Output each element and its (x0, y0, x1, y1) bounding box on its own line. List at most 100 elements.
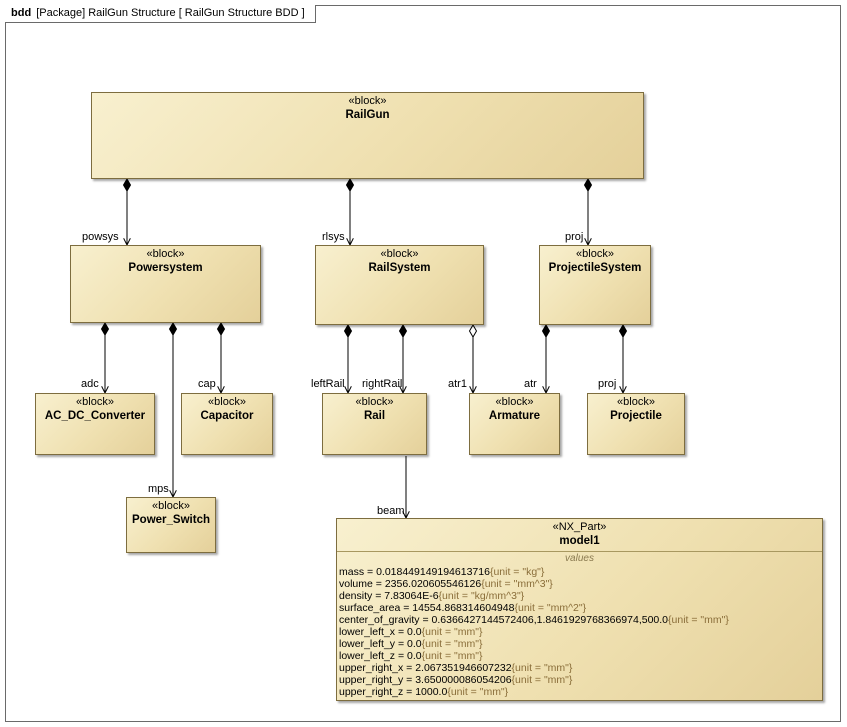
role-proj-bottom: proj (598, 378, 617, 390)
diamond-icon (398, 324, 408, 338)
block-stereotype: «block» (617, 396, 655, 408)
block-name: Projectile (610, 410, 662, 422)
value-name: surface_area (339, 602, 401, 614)
value-unit: {unit = "kg/mm^3"} (438, 590, 525, 602)
value-unit: {unit = "mm"} (668, 614, 729, 626)
value-equals: = (403, 662, 416, 674)
value-equals: = (403, 686, 416, 698)
value-row[interactable]: mass = 0.018449149194613716{unit = "kg"} (339, 566, 822, 578)
block-name: AC_DC_Converter (44, 410, 146, 422)
block-armature[interactable]: «block» Armature (469, 393, 560, 455)
value-unit: {unit = "mm^3"} (481, 578, 553, 590)
value-row[interactable]: volume = 2356.020605546126{unit = "mm^3"… (339, 578, 822, 590)
value-amount: 14554.868314604948 (412, 602, 515, 614)
block-name: RailSystem (368, 262, 431, 274)
value-row[interactable]: lower_left_x = 0.0{unit = "mm"} (339, 626, 822, 638)
block-projectile[interactable]: «block» Projectile (587, 393, 685, 455)
value-amount: 0.0 (407, 626, 422, 638)
block-rail[interactable]: «block» Rail (322, 393, 427, 455)
value-name: lower_left_y (339, 638, 396, 650)
value-equals: = (364, 566, 377, 578)
value-unit: {unit = "mm"} (421, 650, 483, 662)
value-name: center_of_gravity (339, 614, 420, 626)
values-list: mass = 0.018449149194613716{unit = "kg"}… (337, 566, 822, 698)
value-amount: 2356.020605546126 (384, 578, 482, 590)
block-name: Armature (488, 410, 541, 422)
block-name: ProjectileSystem (548, 262, 642, 274)
value-row[interactable]: upper_right_x = 2.067351946607232{unit =… (339, 662, 822, 674)
role-rlsys: rlsys (322, 231, 345, 243)
block-powersystem[interactable]: «block» Powersystem (70, 245, 261, 323)
diamond-icon (343, 324, 353, 338)
block-stereotype: «block» (152, 500, 190, 512)
diamond-icon (345, 178, 355, 192)
value-equals: = (372, 578, 385, 590)
value-name: upper_right_x (339, 662, 404, 674)
block-projectilesystem[interactable]: «block» ProjectileSystem (539, 245, 651, 325)
value-row[interactable]: upper_right_y = 3.650000086054206{unit =… (339, 674, 822, 686)
block-stereotype: «block» (208, 396, 246, 408)
value-unit: {unit = "mm"} (447, 686, 509, 698)
value-unit: {unit = "mm"} (421, 638, 483, 650)
value-equals: = (372, 590, 385, 602)
frame-label: [Package] RailGun Structure [ RailGun St… (36, 7, 305, 19)
frame-kind: bdd (11, 7, 32, 19)
value-equals: = (400, 602, 413, 614)
block-name: Power_Switch (132, 514, 210, 526)
role-beam: beam (377, 505, 405, 517)
value-name: upper_right_y (339, 674, 404, 686)
block-railsystem[interactable]: «block» RailSystem (315, 245, 484, 325)
block-name: model1 (559, 535, 600, 547)
value-equals: = (403, 674, 416, 686)
value-row[interactable]: lower_left_z = 0.0{unit = "mm"} (339, 650, 822, 662)
value-row[interactable]: center_of_gravity = 0.6366427144572406,1… (339, 614, 822, 626)
value-amount: 0.018449149194613716 (376, 566, 490, 578)
value-row[interactable]: surface_area = 14554.868314604948{unit =… (339, 602, 822, 614)
block-power-switch[interactable]: «block» Power_Switch (126, 497, 216, 553)
block-stereotype: «block» (355, 396, 394, 408)
role-adc: adc (81, 378, 99, 390)
value-equals: = (395, 638, 407, 650)
role-proj-top: proj (565, 231, 584, 243)
value-name: volume (339, 578, 373, 590)
value-amount: 2.067351946607232 (415, 662, 512, 674)
value-row[interactable]: upper_right_z = 1000.0{unit = "mm"} (339, 686, 822, 698)
block-stereotype: «block» (348, 95, 387, 107)
value-amount: 0.0 (407, 638, 422, 650)
value-row[interactable]: density = 7.83064E-6{unit = "kg/mm^3"} (339, 590, 822, 602)
block-stereotype: «block» (576, 248, 614, 260)
diamond-icon (216, 322, 226, 336)
role-rightrail: rightRail (362, 378, 403, 390)
block-capacitor[interactable]: «block» Capacitor (181, 393, 273, 455)
role-mps: mps (148, 483, 169, 495)
diamond-icon (583, 178, 593, 192)
frame-header: bdd [Package] RailGun Structure [ RailGu… (5, 5, 316, 23)
role-atr: atr (524, 378, 537, 390)
value-unit: {unit = "mm"} (511, 662, 573, 674)
role-atr1: atr1 (448, 378, 467, 390)
diamond-icon (168, 322, 178, 336)
block-ac-dc-converter[interactable]: «block» AC_DC_Converter (35, 393, 155, 455)
role-cap: cap (198, 378, 216, 390)
value-equals: = (395, 626, 407, 638)
block-name: Capacitor (200, 410, 254, 422)
value-row[interactable]: lower_left_y = 0.0{unit = "mm"} (339, 638, 822, 650)
values-compartment-title: values (337, 551, 822, 565)
role-powsys: powsys (82, 231, 119, 243)
value-name: density (339, 590, 373, 602)
diamond-icon (122, 178, 132, 192)
block-model1[interactable]: «NX_Part» model1 values mass = 0.0184491… (336, 518, 823, 701)
diamond-icon (541, 324, 551, 338)
block-name: RailGun (345, 109, 390, 121)
value-unit: {unit = "kg"} (489, 566, 545, 578)
value-amount: 3.650000086054206 (415, 674, 512, 686)
diamond-icon (618, 324, 628, 338)
value-name: lower_left_x (339, 626, 396, 638)
hollow-diamond-icon (468, 324, 478, 338)
block-stereotype: «block» (146, 248, 185, 260)
block-railgun[interactable]: «block» RailGun (91, 92, 644, 179)
diamond-icon (100, 322, 110, 336)
value-unit: {unit = "mm"} (511, 674, 573, 686)
block-name: Rail (363, 410, 386, 422)
